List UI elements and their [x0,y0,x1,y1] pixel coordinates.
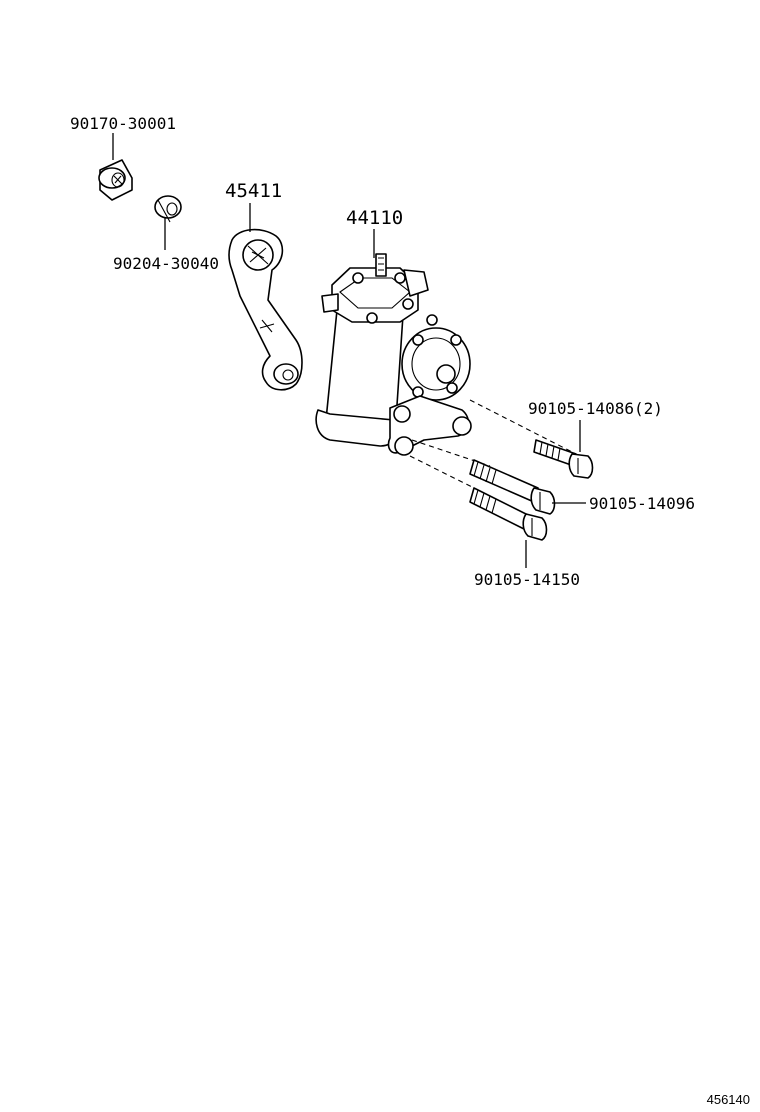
pitman-callout[interactable]: 45411 [225,180,282,202]
bolt-b-callout[interactable]: 90105-14096 [589,494,695,513]
gear-callout[interactable]: 44110 [346,207,403,229]
diagram-id: 456140 [707,1092,750,1107]
bolt-a-callout[interactable]: 90105-14086(2) [528,399,663,418]
washer-part[interactable] [154,195,182,223]
bolt-c-callout[interactable]: 90105-14150 [474,570,580,589]
pitman-arm-part[interactable] [228,228,303,391]
bolt-b-part[interactable] [469,459,556,515]
nut-part[interactable] [98,159,133,201]
bolt-c-part[interactable] [469,487,548,541]
bolt-a-guide [469,399,577,455]
washer-callout[interactable]: 90204-30040 [113,254,219,273]
steering-gear-housing[interactable] [315,253,472,456]
nut-callout[interactable]: 90170-30001 [70,114,176,133]
bolt-b-guide [411,439,491,467]
bolt-a-part[interactable] [533,439,594,479]
